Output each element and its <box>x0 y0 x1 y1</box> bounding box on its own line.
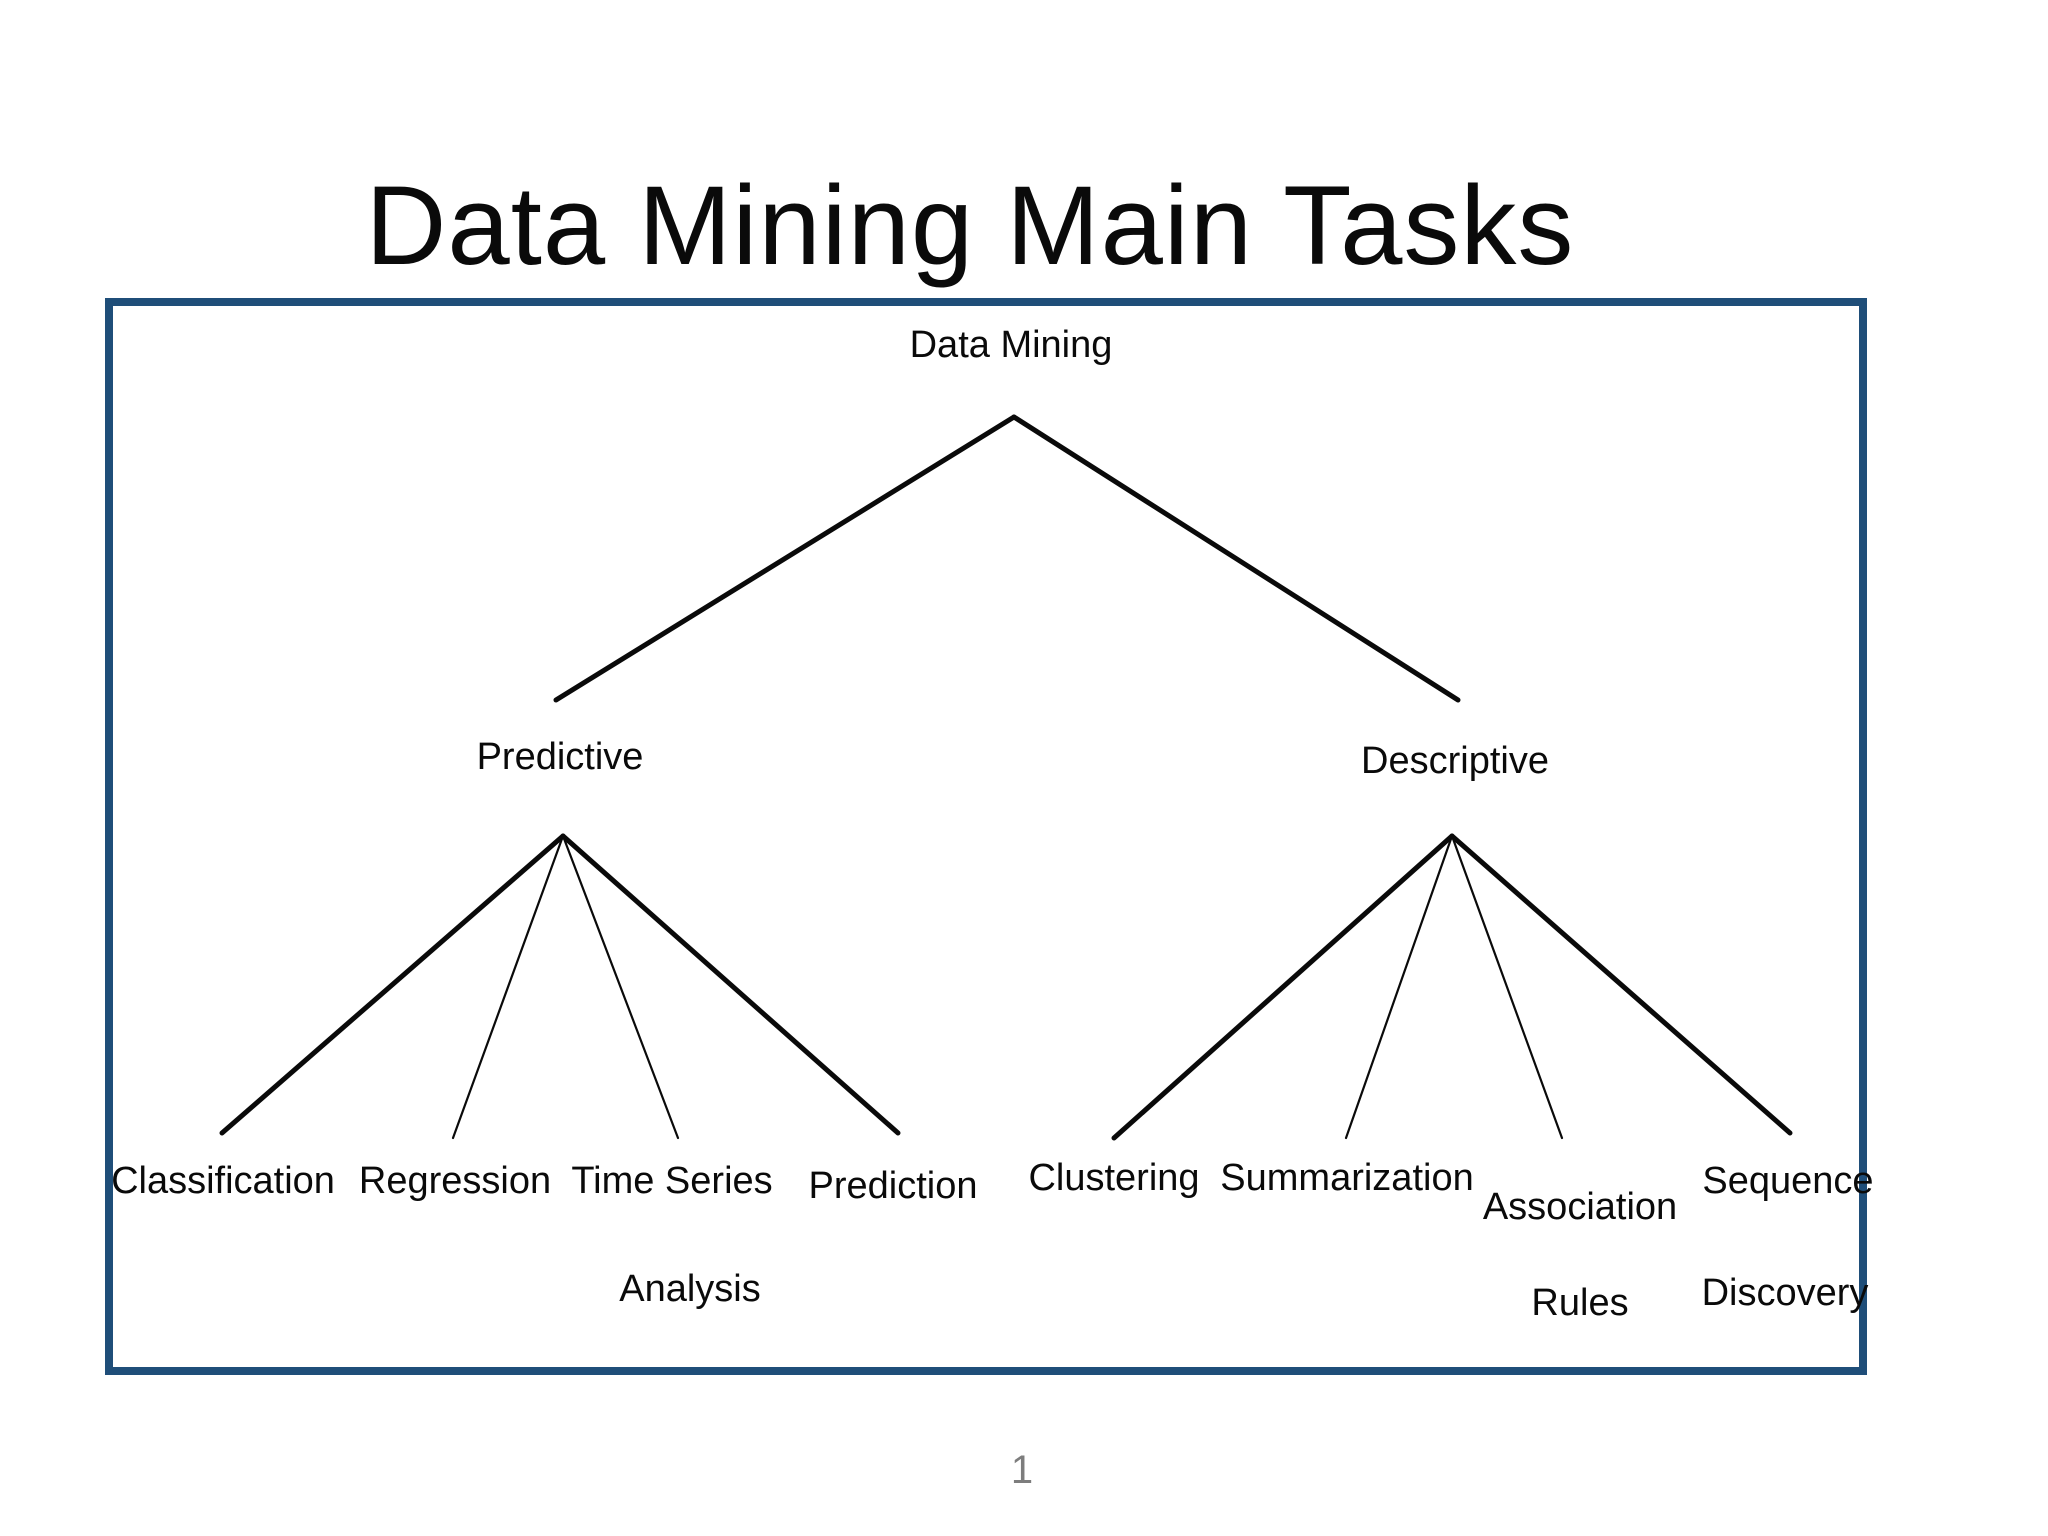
node-sequence-discovery: Discovery <box>1701 1272 1869 1314</box>
node-classification: Classification <box>111 1160 335 1202</box>
node-summarization: Summarization <box>1220 1157 1474 1199</box>
node-prediction: Prediction <box>808 1165 978 1207</box>
node-descriptive: Descriptive <box>1361 740 1549 782</box>
node-data-mining: Data Mining <box>909 324 1113 366</box>
node-regression: Regression <box>358 1160 552 1202</box>
node-time-series-analysis: Analysis <box>619 1268 761 1310</box>
node-predictive: Predictive <box>476 736 644 778</box>
node-time-series: Time Series <box>571 1160 773 1202</box>
node-clustering: Clustering <box>1028 1157 1200 1199</box>
page-number: 1 <box>1010 1448 1034 1492</box>
node-sequence: Sequence <box>1702 1160 1874 1202</box>
node-association: Association <box>1482 1186 1678 1228</box>
slide-title: Data Mining Main Tasks <box>365 163 1575 289</box>
node-association-rules: Rules <box>1531 1282 1629 1324</box>
